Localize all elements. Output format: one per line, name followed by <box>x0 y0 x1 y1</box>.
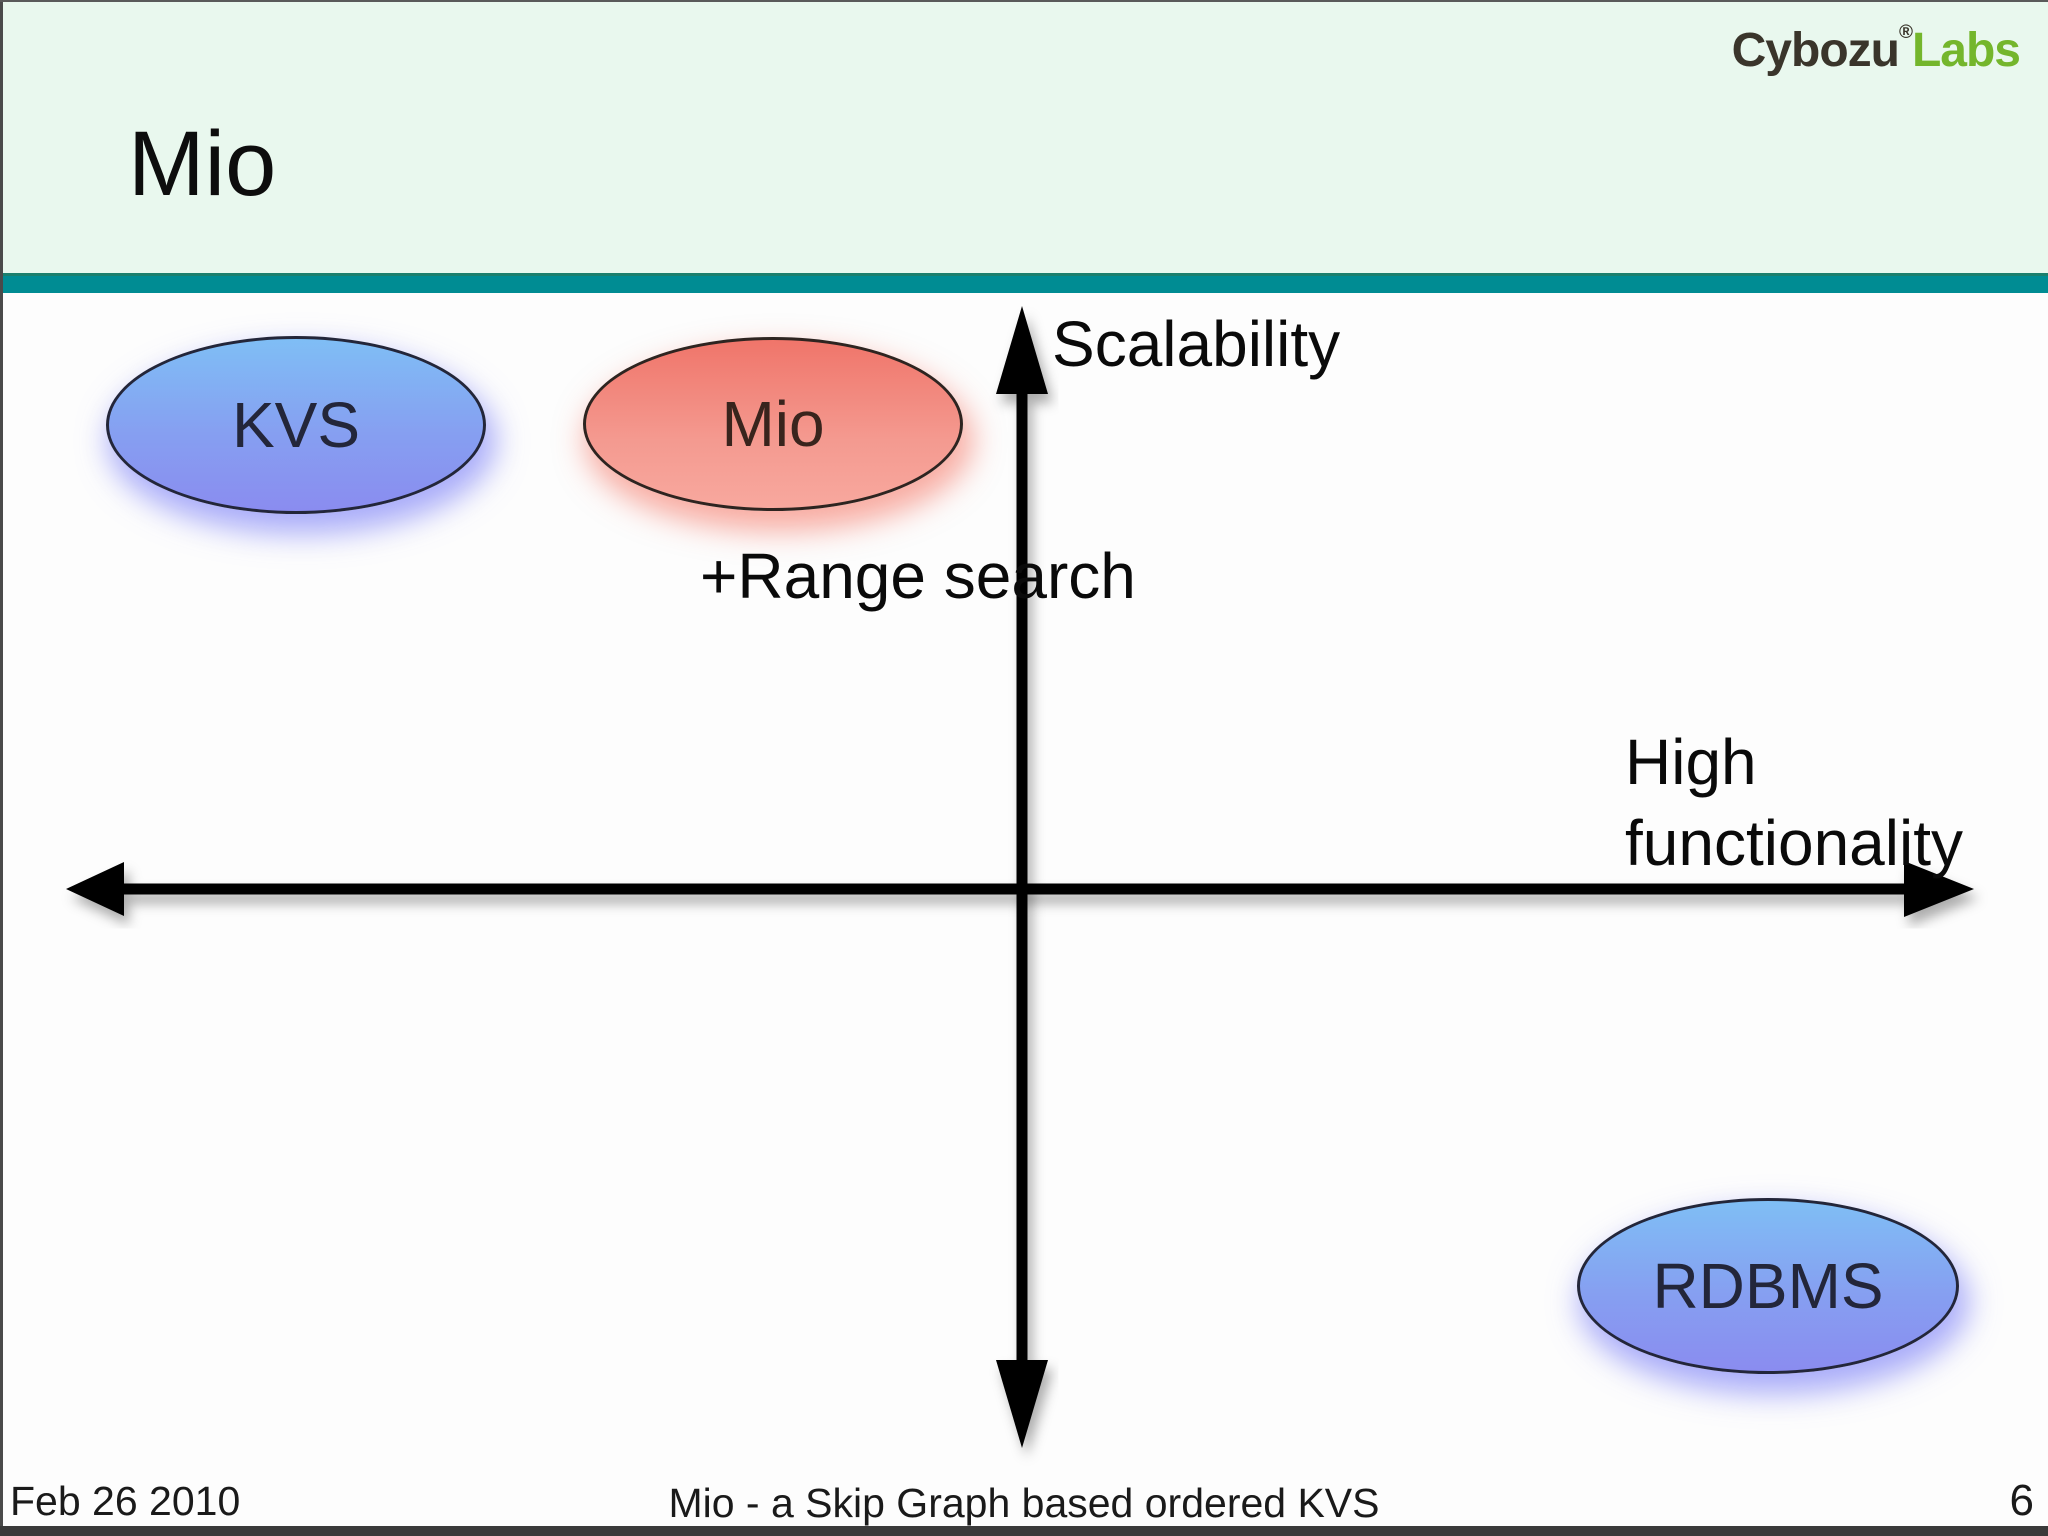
slide-bottom-border <box>0 1526 2048 1536</box>
logo-brand-text: Cybozu <box>1731 24 1900 77</box>
vertical-axis <box>996 306 1048 1448</box>
x-axis-label-line1: High <box>1625 726 1757 798</box>
registered-mark-icon: ® <box>1898 22 1913 43</box>
slide-left-border <box>0 0 3 1536</box>
rdbms-label: RDBMS <box>1652 1250 1884 1322</box>
mio-label: Mio <box>721 388 825 460</box>
x-axis-label-line2: functionality <box>1625 806 1963 879</box>
cybozu-labs-logo: Cybozu®Labs <box>1731 22 2021 78</box>
logo-suffix-text: Labs <box>1911 24 2021 77</box>
range-search-annotation: +Range search <box>700 540 1136 612</box>
y-axis-label: Scalability <box>1052 308 1341 380</box>
slide-top-border <box>0 0 2048 2</box>
kvs-label: KVS <box>231 389 361 461</box>
footer-date: Feb 26 2010 <box>10 1478 241 1524</box>
mio-ellipse: Mio <box>583 337 963 511</box>
teal-divider-bar <box>0 273 2048 293</box>
horizontal-axis <box>66 861 1974 917</box>
slide-header: Cybozu®Labs Mio <box>0 0 2048 273</box>
x-axis-label: High functionality <box>1625 722 1963 883</box>
slide-footer: Feb 26 2010 Mio - a Skip Graph based ord… <box>0 1476 2048 1526</box>
kvs-ellipse: KVS <box>106 336 486 514</box>
rdbms-ellipse: RDBMS <box>1577 1198 1959 1374</box>
page-title: Mio <box>128 113 277 215</box>
footer-caption: Mio - a Skip Graph based ordered KVS <box>668 1480 1380 1526</box>
page-number: 6 <box>2009 1476 2034 1525</box>
